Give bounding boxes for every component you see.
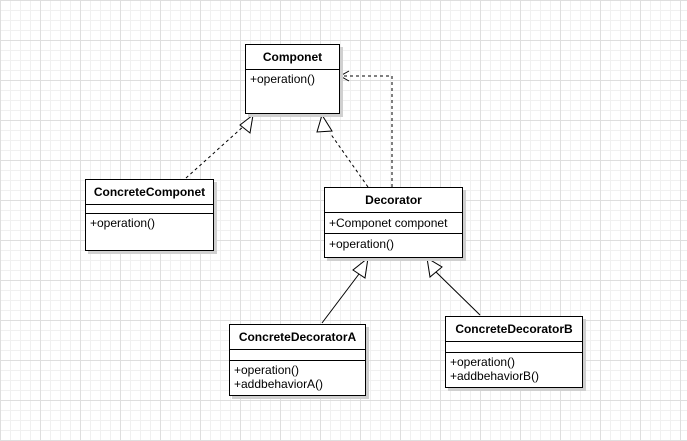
class-concretedecoratorb[interactable]: ConcreteDecoratorB +operation() +addbeha… — [445, 316, 583, 388]
operations-compartment: +operation() — [86, 214, 213, 232]
class-name: ConcreteComponet — [86, 180, 213, 205]
operation: +operation() — [250, 72, 316, 86]
hollow-triangle-arrowhead — [316, 113, 333, 133]
operation: +addbehaviorA() — [234, 377, 324, 391]
operation: +operation() — [90, 216, 156, 230]
class-name: Decorator — [325, 188, 462, 213]
hollow-triangle-arrowhead — [426, 257, 443, 278]
class-concretecomponet[interactable]: ConcreteComponet +operation() — [85, 179, 214, 251]
edge-concretedecoratorb-extends-decorator — [435, 271, 481, 316]
attributes-compartment — [86, 205, 213, 214]
hollow-triangle-arrowhead — [352, 256, 369, 279]
edge-concretecomponet-realizes-componet — [185, 124, 246, 179]
class-name: ConcreteDecoratorB — [446, 317, 582, 342]
edge-decorator-depends-componet — [340, 75, 393, 187]
attribute: +Componet componet — [329, 216, 448, 230]
operation: +addbehaviorB() — [450, 369, 540, 383]
operations-compartment: +operation() — [246, 70, 339, 88]
attributes-compartment: +Componet componet — [325, 213, 462, 234]
class-componet[interactable]: Componet +operation() — [245, 44, 340, 114]
class-decorator[interactable]: Decorator +Componet componet +operation(… — [324, 187, 463, 258]
operation: +operation() — [329, 237, 395, 251]
edge-decorator-realizes-componet — [329, 132, 369, 188]
edge-concretedecoratora-extends-decorator — [321, 273, 360, 324]
operation: +operation() — [234, 363, 300, 377]
open-arrowhead — [338, 70, 350, 82]
operations-compartment: +operation() +addbehaviorB() — [446, 353, 582, 385]
class-name: Componet — [246, 45, 339, 70]
operations-compartment: +operation() +addbehaviorA() — [230, 361, 365, 393]
attributes-compartment — [230, 350, 365, 361]
attributes-compartment — [446, 342, 582, 353]
class-name: ConcreteDecoratorA — [230, 325, 365, 350]
hollow-triangle-arrowhead — [239, 113, 254, 134]
operation: +operation() — [450, 355, 516, 369]
operations-compartment: +operation() — [325, 234, 462, 254]
class-concretedecoratora[interactable]: ConcreteDecoratorA +operation() +addbeha… — [229, 324, 366, 396]
